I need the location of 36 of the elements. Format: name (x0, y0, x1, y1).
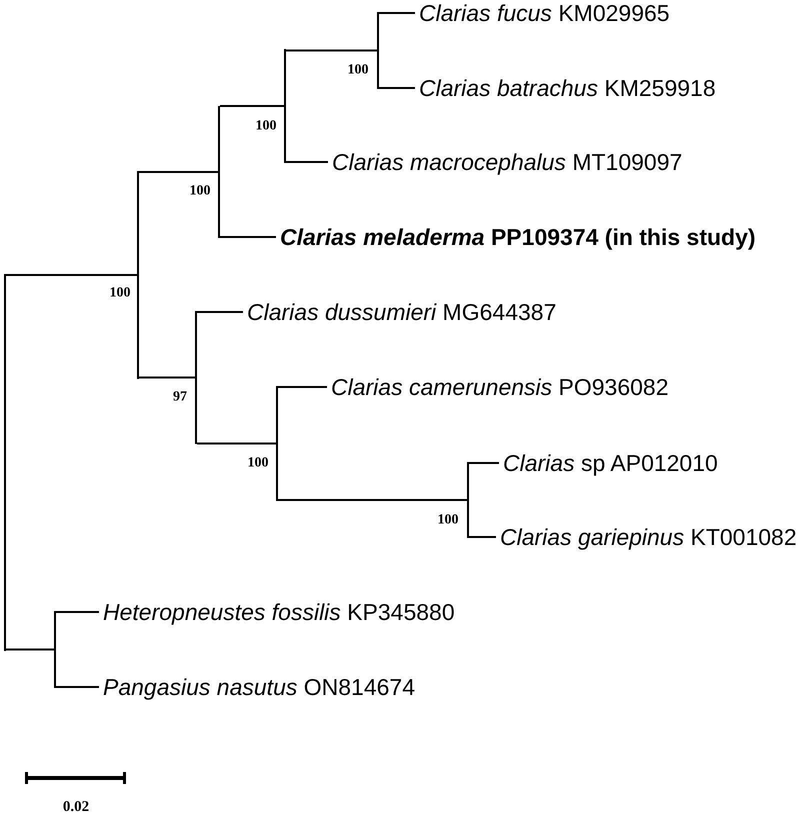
tree-branch (6, 648, 54, 650)
bootstrap-value: 100 (256, 118, 276, 134)
taxon-label: Clarias meladerma PP109374 (in this study) (280, 224, 756, 250)
bootstrap-value: 100 (248, 456, 268, 470)
tree-branch (278, 386, 327, 388)
taxon-label: Clarias batrachus KM259918 (419, 75, 716, 101)
tree-branch (469, 536, 496, 538)
scale-label: 0.02 (62, 799, 90, 815)
taxon-label: Pangasius nasutus ON814674 (103, 674, 415, 700)
taxon-label: Clarias sp AP012010 (503, 450, 718, 476)
tree-branch (278, 499, 467, 501)
tree-branch (197, 442, 276, 444)
tree-branch (286, 50, 377, 52)
tree-branch (469, 462, 499, 464)
bootstrap-value: 97 (173, 390, 187, 404)
tree-branch (220, 105, 284, 107)
tree-branch (379, 87, 415, 89)
taxon-label: Clarias gariepinus KT001082 (500, 524, 797, 550)
taxon-label: Clarias macrocephalus MT109097 (332, 149, 682, 175)
tree-branch (220, 236, 276, 238)
bootstrap-value: 100 (190, 184, 210, 198)
bootstrap-value: 100 (438, 512, 458, 528)
tree-branch (139, 171, 218, 173)
tree-branch (56, 686, 99, 688)
tree-branch (286, 161, 328, 163)
tree-branch (56, 611, 99, 613)
tree-branch (197, 311, 243, 313)
taxon-label: Clarias dussumieri MG644387 (247, 299, 556, 325)
taxon-label: Heteropneustes fossilis KP345880 (103, 599, 455, 625)
bootstrap-value: 100 (348, 62, 368, 78)
tree-branch (6, 274, 137, 276)
tree-branch (379, 12, 415, 14)
tree-branch (139, 376, 195, 378)
bootstrap-value: 100 (110, 286, 130, 300)
taxon-label: Clarias camerunensis PO936082 (331, 374, 669, 400)
taxon-label: Clarias fucus KM029965 (419, 0, 670, 26)
